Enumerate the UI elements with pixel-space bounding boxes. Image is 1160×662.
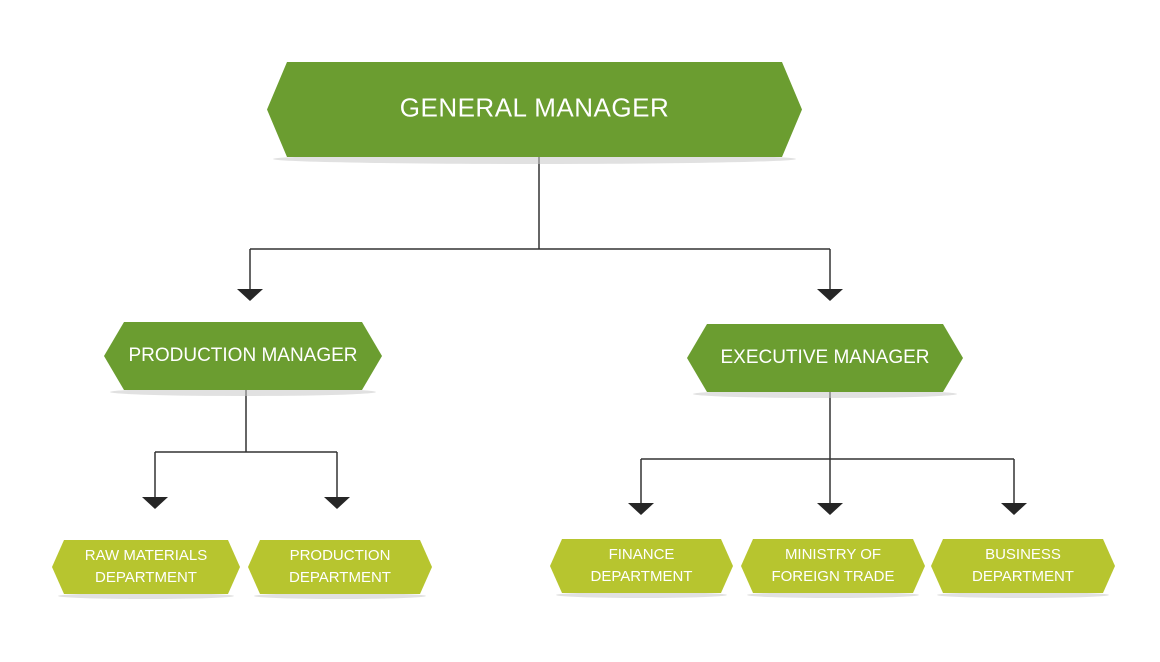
- node-production-department-shadow: [254, 593, 426, 599]
- node-ministry-of-foreign-trade-shadow: [747, 592, 919, 598]
- node-finance-department-label-line-2: DEPARTMENT: [591, 568, 693, 585]
- arrow-down-icon: [628, 503, 654, 515]
- node-ministry-of-foreign-trade-label-line-1: MINISTRY OF: [785, 546, 881, 563]
- arrow-down-icon: [237, 289, 263, 301]
- node-business-department-label-line-2: DEPARTMENT: [972, 568, 1074, 585]
- node-finance-department-shadow: [556, 592, 727, 598]
- node-raw-materials-department-shape: [52, 540, 240, 594]
- node-raw-materials-department: RAW MATERIALS DEPARTMENT: [52, 540, 240, 599]
- node-production-manager: PRODUCTION MANAGER: [104, 322, 382, 396]
- connectors: [142, 157, 1027, 515]
- node-executive-manager-label: EXECUTIVE MANAGER: [720, 347, 929, 368]
- node-executive-manager-shape: [687, 324, 963, 392]
- node-business-department-shape: [931, 539, 1115, 593]
- node-business-department-shadow: [937, 592, 1109, 598]
- node-general-manager: GENERAL MANAGER: [267, 62, 802, 164]
- node-raw-materials-department-label-line-2: DEPARTMENT: [95, 569, 197, 586]
- node-executive-manager: EXECUTIVE MANAGER: [687, 324, 963, 398]
- node-general-manager-label: GENERAL MANAGER: [400, 92, 669, 122]
- node-ministry-of-foreign-trade: MINISTRY OF FOREIGN TRADE: [741, 539, 925, 598]
- node-production-department-label-line-2: DEPARTMENT: [289, 569, 391, 586]
- nodes: GENERAL MANAGER PRODUCTION MANAGER RAW MAT…: [52, 62, 1115, 599]
- arrow-down-icon: [324, 497, 350, 509]
- arrow-down-icon: [817, 289, 843, 301]
- node-ministry-of-foreign-trade-shape: [741, 539, 925, 593]
- node-raw-materials-department-label-line-1: RAW MATERIALS: [85, 547, 208, 564]
- arrow-down-icon: [1001, 503, 1027, 515]
- node-production-manager-label: PRODUCTION MANAGER: [128, 345, 357, 366]
- node-ministry-of-foreign-trade-label-line-2: FOREIGN TRADE: [771, 568, 894, 585]
- node-business-department-label-line-1: BUSINESS: [985, 546, 1061, 563]
- node-production-department: PRODUCTION DEPARTMENT: [248, 540, 432, 599]
- node-business-department: BUSINESS DEPARTMENT: [931, 539, 1115, 598]
- node-finance-department-label-line-1: FINANCE: [609, 546, 675, 563]
- node-general-manager-shape: [267, 62, 802, 157]
- node-production-manager-shape: [104, 322, 382, 390]
- node-raw-materials-department-shadow: [58, 593, 234, 599]
- node-finance-department-shape: [550, 539, 733, 593]
- arrow-down-icon: [142, 497, 168, 509]
- node-finance-department: FINANCE DEPARTMENT: [550, 539, 733, 598]
- node-production-department-shape: [248, 540, 432, 594]
- node-production-department-label-line-1: PRODUCTION: [290, 547, 391, 564]
- arrow-down-icon: [817, 503, 843, 515]
